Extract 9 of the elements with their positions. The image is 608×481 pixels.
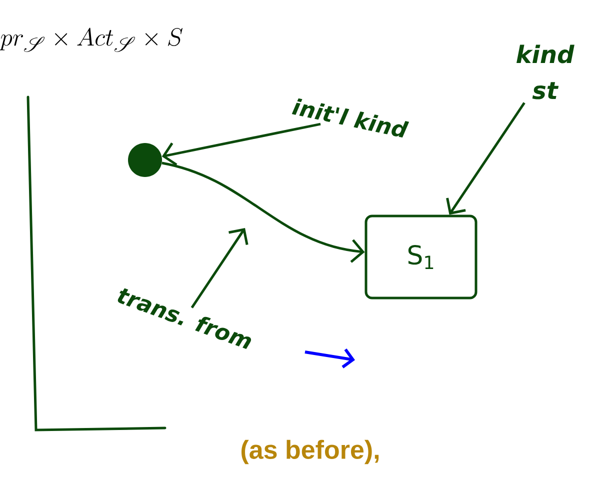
remark: (as before), bbox=[242, 440, 379, 464]
arrow bbox=[162, 162, 365, 263]
handwritten-label: init'l kind bbox=[292, 98, 410, 138]
arrow bbox=[162, 122, 321, 166]
initial-state-dot bbox=[128, 143, 162, 177]
arrow bbox=[190, 228, 248, 308]
arrow bbox=[446, 102, 526, 215]
state-box: S$_{1}$ bbox=[364, 214, 478, 300]
handwritten-label: kind st bbox=[516, 44, 574, 100]
